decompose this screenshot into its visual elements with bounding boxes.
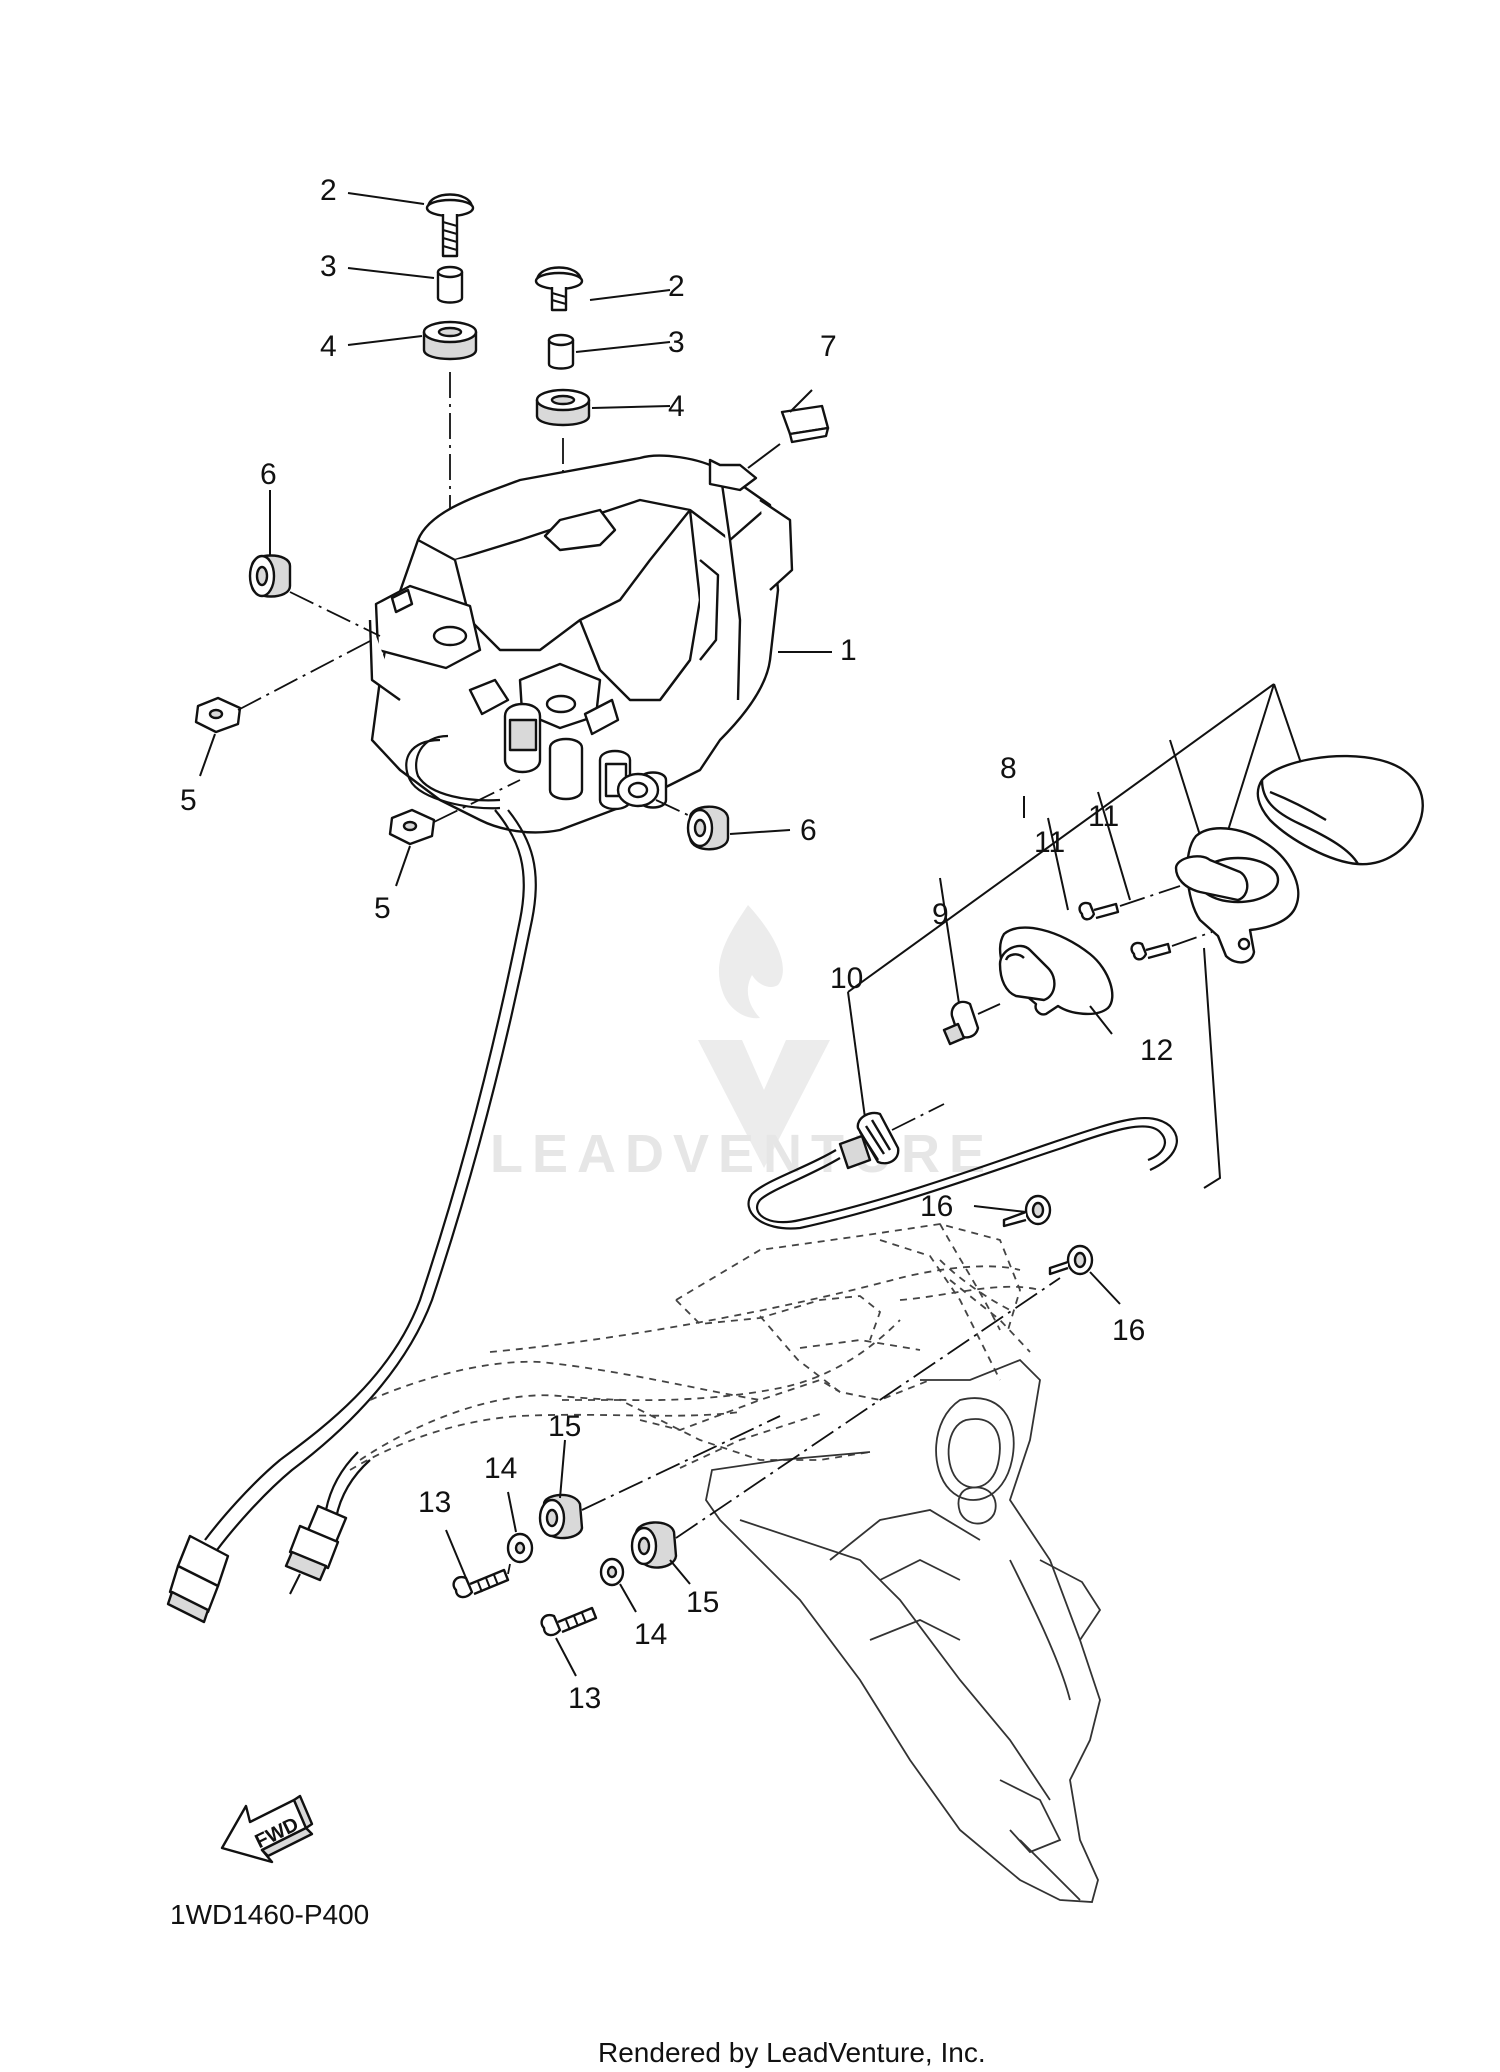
callout-4-left: 4 [320, 330, 337, 363]
callout-7: 7 [820, 330, 837, 363]
rear-fender-outline [369, 1223, 1102, 1903]
callout-4-right: 4 [668, 390, 685, 423]
callout-11-right: 11 [1088, 800, 1119, 833]
screw-13-right [540, 1606, 598, 1637]
collar-3-right [547, 333, 575, 370]
callout-3-left: 3 [320, 250, 337, 283]
bolt-2-right [534, 266, 584, 312]
callout-13-lower: 13 [568, 1682, 601, 1715]
callout-2-left: 2 [320, 174, 337, 207]
callout-5-upper: 5 [180, 784, 197, 817]
bolt-2-left [425, 193, 475, 258]
grommet-4-right [535, 388, 591, 427]
callout-16-lower: 16 [1112, 1314, 1145, 1347]
callout-1: 1 [840, 634, 857, 667]
grommet-15-left [538, 1493, 584, 1540]
washer-14-right [599, 1557, 625, 1587]
fwd-arrow-icon: FWD [220, 1794, 314, 1864]
callout-13-upper: 13 [418, 1486, 451, 1519]
callout-2-right: 2 [668, 270, 685, 303]
nut-5-top [194, 696, 242, 734]
washer-14-left [506, 1532, 534, 1564]
bulb-9 [942, 1000, 980, 1046]
socket-plate-12 [998, 926, 1114, 1016]
callout-6-right: 6 [800, 814, 817, 847]
lens-cover [1256, 754, 1424, 866]
callout-3-right: 3 [668, 326, 685, 359]
callout-11-left: 11 [1034, 826, 1065, 859]
collar-3-left [436, 265, 464, 304]
collar-16-upper [1002, 1194, 1052, 1228]
grommet-6-left [248, 554, 292, 598]
callout-15-lower: 15 [686, 1586, 719, 1619]
callout-5-lower: 5 [374, 892, 391, 925]
callout-16-upper: 16 [920, 1190, 953, 1223]
callout-10: 10 [830, 962, 863, 995]
tag-7 [780, 404, 830, 444]
housing-1 [368, 454, 794, 834]
render-credit: Rendered by LeadVenture, Inc. [598, 2037, 986, 2068]
grommet-15-right [630, 1521, 678, 1569]
tail-light-base [1174, 827, 1300, 964]
callout-9: 9 [932, 898, 949, 931]
connector-right [284, 1504, 348, 1595]
socket-10 [838, 1111, 900, 1170]
connector-left [166, 1534, 230, 1624]
callout-15-upper: 15 [548, 1410, 581, 1443]
callout-14-upper: 14 [484, 1452, 517, 1485]
watermark-logo [698, 905, 830, 1168]
callout-12: 12 [1140, 1034, 1173, 1067]
screw-11-lower [1130, 941, 1172, 961]
nut-5-bottom [388, 808, 436, 846]
watermark-text: LEADVENTURE [490, 1124, 994, 1184]
grommet-6-right [616, 772, 730, 851]
callout-6-left: 6 [260, 458, 277, 491]
diagram-code: 1WD1460-P400 [170, 1899, 369, 1930]
screw-11-upper [1078, 901, 1120, 921]
collar-16-lower [1048, 1244, 1094, 1276]
grommet-4-left [422, 320, 478, 361]
screw-13-left [452, 1568, 510, 1599]
callout-14-lower: 14 [634, 1618, 667, 1651]
callout-8: 8 [1000, 752, 1017, 785]
